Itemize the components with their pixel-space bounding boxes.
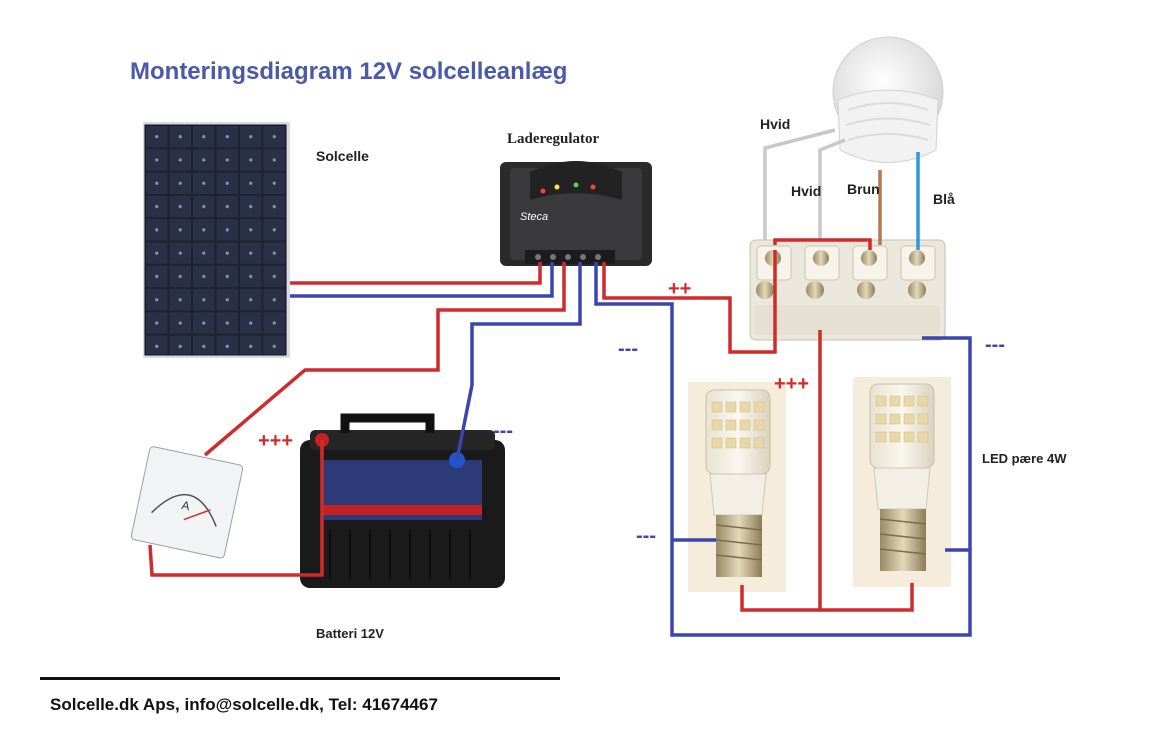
battery-minus-mark: --- (493, 420, 513, 442)
wire-led-feed (740, 330, 822, 612)
wire-ammeter-battery (148, 440, 324, 577)
label-led-bulb: LED pære 4W (982, 451, 1067, 466)
wire-led-feed-right (820, 583, 914, 612)
motion-sensor (832, 36, 944, 163)
controller-minus-mark: --- (618, 338, 638, 360)
svg-text:Steca: Steca (520, 211, 548, 223)
positive-wires (148, 238, 914, 612)
controller-plus-mark: ++ (668, 278, 692, 300)
label-wire-brown: Brun (847, 181, 880, 197)
label-wire-white-1: Hvid (760, 116, 791, 132)
label-battery: Batteri 12V (316, 626, 384, 641)
wire-ammeter-controller (203, 262, 566, 457)
negative-wires (290, 262, 972, 637)
led-plus-mark: +++ (774, 373, 810, 395)
wire-battery-minus (455, 262, 582, 461)
wire-white-1 (763, 128, 836, 240)
sensor-wires (763, 128, 920, 250)
label-charge-controller: Laderegulator (507, 131, 600, 147)
battery-plus-mark: +++ (258, 430, 294, 452)
wire-panel-minus (290, 262, 554, 298)
led-bulb-right (853, 377, 951, 587)
battery (300, 413, 505, 588)
wire-controller-load (602, 250, 777, 354)
label-solar-panel: Solcelle (316, 148, 369, 164)
diagram-title: Monteringsdiagram 12V solcelleanlæg (130, 58, 568, 85)
wire-sensor-bridge (773, 238, 872, 250)
svg-text:A: A (180, 498, 191, 513)
led-left-minus-mark: --- (636, 525, 656, 547)
charge-controller: Steca (500, 161, 652, 266)
footer-divider (40, 677, 560, 680)
solar-panel (143, 122, 290, 358)
wire-block-minus (922, 336, 972, 550)
label-wire-white-2: Hvid (791, 183, 822, 199)
label-wire-blue: Blå (933, 191, 955, 207)
terminal-block (749, 239, 946, 341)
ammeter: A (130, 446, 244, 559)
led-right-minus-mark: --- (985, 334, 1005, 356)
led-bulb-left (688, 382, 786, 592)
wire-panel-plus (290, 262, 542, 285)
footer-contact: Solcelle.dk Aps, info@solcelle.dk, Tel: … (50, 695, 438, 714)
wire-white-2 (818, 138, 846, 240)
